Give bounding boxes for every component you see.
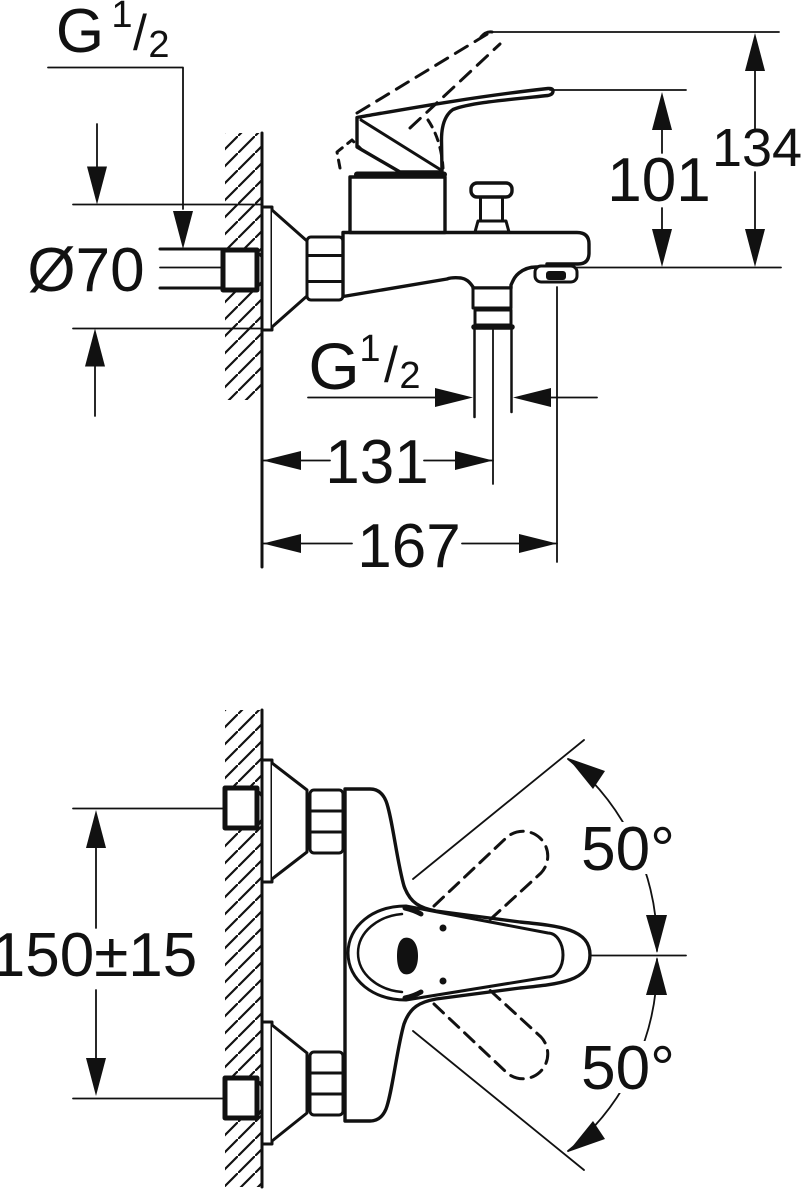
shower-thread-label-den: 2: [399, 355, 420, 397]
angle-ext-lower: [412, 1030, 585, 1171]
inlet-thread-label-den: 2: [148, 24, 169, 66]
angle-upper-label: 50°: [581, 815, 675, 884]
spacing-arrows: [86, 810, 106, 1096]
handle-dashed-lower: [432, 970, 550, 1081]
lever-back-mark-bottom: [402, 989, 424, 1001]
shower-thread-label-slash: /: [384, 337, 398, 393]
wall-to-shower-label: 131: [325, 428, 428, 497]
square-connector-lower: [222, 1075, 260, 1121]
wall-to-spout-label: 167: [357, 512, 460, 581]
faucet-body-spout: [341, 230, 591, 299]
dimension-labels-top-view: G 1 / 2 Ø70 101 134 G 1 / 2 131 167: [27, 0, 802, 581]
spout-height-label: 101: [607, 146, 710, 215]
escutcheon-base-upper: [260, 758, 274, 884]
shower-thread-label-g: G: [308, 329, 359, 403]
lever-back-mark-top: [402, 905, 424, 917]
hex-union-nut: [305, 235, 345, 302]
hex-nut-upper: [308, 788, 345, 855]
handle-height-label: 134: [712, 118, 802, 178]
hex-nut-lower: [308, 1050, 345, 1117]
lever-handle-facet-line: [359, 118, 443, 172]
square-connector: [220, 247, 260, 293]
diverter-knob: [469, 181, 514, 234]
lever-handle-raised-dashed: [335, 30, 502, 170]
lever-dot-top: [439, 924, 447, 932]
lever-dot-bottom: [439, 977, 447, 985]
inlet-thread-label-slash: /: [133, 5, 147, 61]
supply-pipe-stub: [158, 247, 225, 290]
square-connector-upper: [222, 785, 260, 831]
shower-outlet-fitting: [471, 286, 515, 330]
dimension-arrows-top-view: [85, 33, 765, 553]
escutcheon-diameter-label: Ø70: [27, 236, 144, 305]
upper-connection-assembly: [222, 758, 345, 884]
bottom-view-plan: 150±15 50° 50°: [0, 708, 687, 1189]
lever-plan-inner-arc: [356, 912, 404, 994]
aerator-screen: [546, 271, 566, 280]
lever-handle: [355, 86, 555, 174]
shower-hose: [473, 328, 513, 485]
inlet-thread-label-num: 1: [111, 0, 132, 36]
connection-spacing-label: 150±15: [0, 921, 197, 990]
angle-lower-label: 50°: [581, 1034, 675, 1103]
angle-arrows: [568, 758, 667, 1152]
cartridge-neck: [348, 175, 447, 235]
inlet-thread-label-g: G: [56, 0, 104, 66]
spacing-dimension: [72, 807, 226, 1100]
inlet-thread-leader: [47, 66, 184, 210]
dimension-labels-bottom-view: 150±15 50° 50°: [0, 815, 675, 1103]
escutcheon-cone-lower: [270, 1023, 309, 1143]
top-view-side-elevation: G 1 / 2 Ø70 101 134 G 1 / 2 131 167: [27, 0, 802, 581]
lever-logo-mark: [397, 937, 418, 975]
angle-ext-upper: [412, 739, 585, 880]
handle-dashed-upper: [432, 829, 550, 940]
escutcheon-cone: [260, 205, 309, 332]
shower-thread-label-num: 1: [359, 328, 380, 370]
escutcheon-cone-upper: [270, 761, 309, 881]
handle-rotated-dashed: [432, 829, 550, 1081]
escutcheon-base-lower: [260, 1020, 274, 1146]
